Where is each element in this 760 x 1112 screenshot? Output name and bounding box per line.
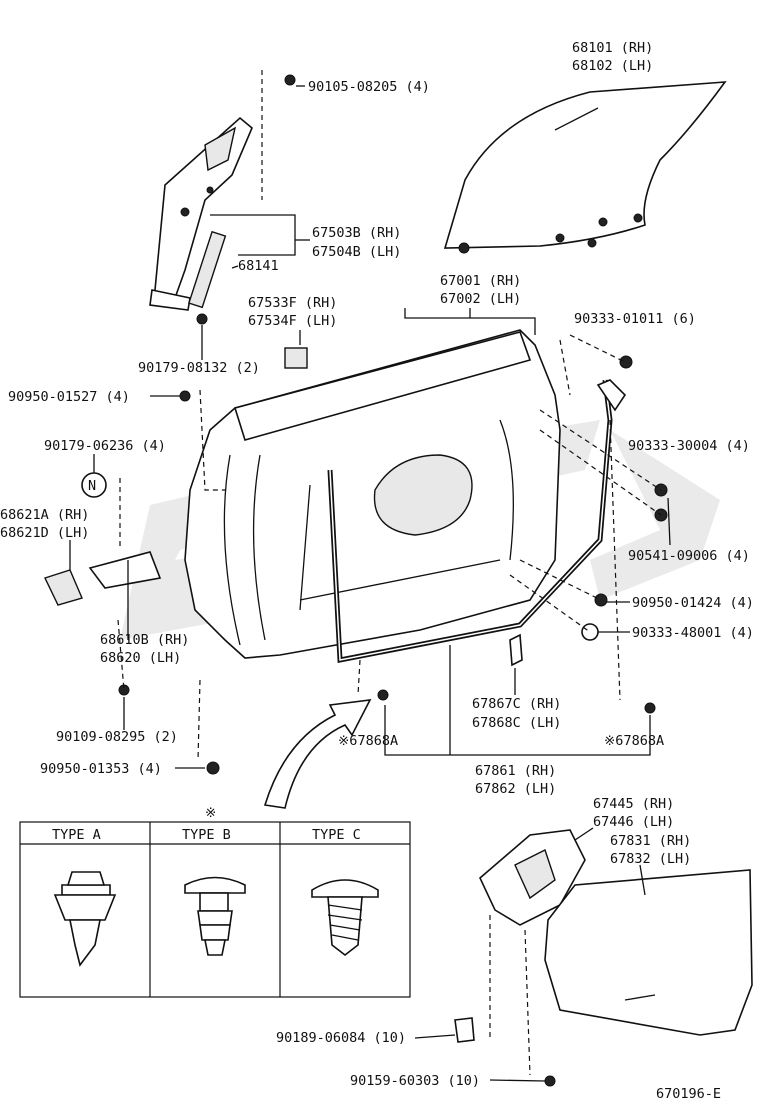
- type-c-header: TYPE C: [312, 827, 361, 843]
- window-regulator: [149, 74, 296, 325]
- label-sheet-lh: 67832 (LH): [610, 851, 691, 867]
- leader-lines: [69, 85, 671, 1082]
- label-clip-rh: 67533F (RH): [248, 295, 337, 311]
- label-hole-4: 90950-01527 (4): [8, 389, 130, 405]
- label-handle-rh: 68621A (RH): [0, 507, 89, 523]
- label-clip-06084: 90189-06084 (10): [276, 1030, 406, 1046]
- label-screw-60303: 90159-60303 (10): [350, 1073, 480, 1089]
- label-lock-lh: 68620 (LH): [100, 650, 181, 666]
- label-cover-rh: 67445 (RH): [593, 796, 674, 812]
- service-cover: [454, 829, 753, 1087]
- label-clipc-lh: 67868C (LH): [472, 715, 561, 731]
- label-clip-a-left: ※67868A: [338, 733, 398, 749]
- label-bolt-top: 90105-08205 (4): [308, 79, 430, 95]
- label-panel-rh: 67001 (RH): [440, 273, 521, 289]
- weatherstrip: [327, 379, 627, 664]
- clip-type-b: [184, 876, 246, 956]
- label-plug-48001: 90333-48001 (4): [632, 625, 754, 641]
- label-seal-lh: 67862 (LH): [475, 781, 556, 797]
- label-cover-lh: 67446 (LH): [593, 814, 674, 830]
- label-plug-30004: 90333-30004 (4): [628, 438, 750, 454]
- label-glass-rh: 68101 (RH): [572, 40, 653, 56]
- label-hole-01353: 90950-01353 (4): [40, 761, 162, 777]
- label-channel: 68141: [238, 258, 279, 274]
- label-reg-lh: 67504B (LH): [312, 244, 401, 260]
- label-bolt-08295: 90109-08295 (2): [56, 729, 178, 745]
- labels: 68101 (RH) 68102 (LH) 90105-08205 (4) 67…: [0, 40, 754, 1102]
- label-lock-rh: 68610B (RH): [100, 632, 189, 648]
- diagram-id: 670196-E: [656, 1086, 721, 1102]
- label-clip-a-right: ※67868A: [604, 733, 664, 749]
- dashed-leaders: [117, 70, 662, 1076]
- door-glass: [443, 81, 727, 254]
- label-hole-01424: 90950-01424 (4): [632, 595, 754, 611]
- clips: [377, 633, 656, 714]
- label-n-mark: N: [88, 478, 96, 494]
- label-reg-rh: 67503B (RH): [312, 225, 401, 241]
- label-clipc-rh: 67867C (RH): [472, 696, 561, 712]
- label-clip-09006: 90541-09006 (4): [628, 548, 750, 564]
- type-b-header: TYPE B: [182, 827, 231, 843]
- door-panel: [179, 329, 668, 775]
- type-table: [19, 821, 411, 998]
- label-nut-2: 90179-08132 (2): [138, 360, 260, 376]
- label-handle-lh: 68621D (LH): [0, 525, 89, 541]
- label-note-mark: ※: [205, 805, 216, 821]
- label-panel-lh: 67002 (LH): [440, 291, 521, 307]
- label-seal-rh: 67861 (RH): [475, 763, 556, 779]
- label-plug-6: 90333-01011 (6): [574, 311, 696, 327]
- door-lock: [44, 472, 162, 696]
- label-nut-n: 90179-06236 (4): [44, 438, 166, 454]
- clip-type-c: [311, 879, 379, 957]
- label-glass-lh: 68102 (LH): [572, 58, 653, 74]
- label-sheet-rh: 67831 (RH): [610, 833, 691, 849]
- type-a-header: TYPE A: [52, 827, 101, 843]
- clip-type-a: [53, 871, 117, 967]
- label-clip-lh: 67534F (LH): [248, 313, 337, 329]
- detail-arrow: [263, 699, 372, 809]
